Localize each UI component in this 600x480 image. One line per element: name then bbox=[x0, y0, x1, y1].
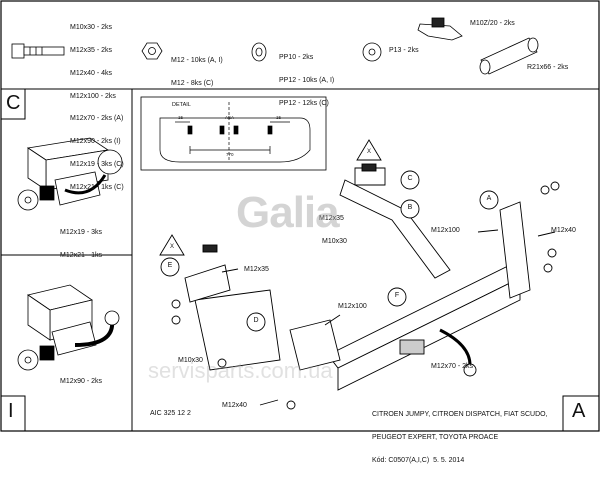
detail-bumper-drawing bbox=[159, 102, 311, 163]
nut-drawing bbox=[141, 42, 163, 60]
callout-x-left: X bbox=[169, 244, 174, 250]
callout-b: B bbox=[407, 204, 413, 211]
vehicle-line: CITROEN JUMPY, CITROEN DISPATCH, FIAT SC… bbox=[372, 411, 548, 419]
nut-list: M12 - 10ks (A, I) M12 - 8ks (C) bbox=[171, 42, 223, 103]
bolt-drawing bbox=[11, 43, 65, 59]
nut-list-item: M12 - 10ks (A, I) bbox=[171, 57, 223, 65]
tube-drawing bbox=[479, 37, 539, 75]
bolt-list-item: M12x21 - 1ks (C) bbox=[70, 183, 124, 191]
clip-label: M10Z/20 - 2ks bbox=[470, 20, 515, 27]
vehicle-list: CITROEN JUMPY, CITROEN DISPATCH, FIAT SC… bbox=[372, 396, 548, 480]
main-assembly-drawing bbox=[159, 139, 560, 410]
label-m10x30-bottom: M10x30 bbox=[178, 357, 203, 364]
detail-title: DETAIL bbox=[172, 102, 191, 108]
panel-a-letter: A bbox=[572, 400, 586, 422]
product-code: Kód: C0507(A,I,C) 5. 5. 2014 bbox=[372, 456, 465, 464]
panel-c-bolt-item: M12x19 - 3ks bbox=[60, 229, 103, 237]
panel-c-bolt-item: M12x21 - 1ks bbox=[60, 251, 103, 259]
galia-logo-watermark: Galia bbox=[236, 188, 340, 237]
panel-c-letter: C bbox=[6, 92, 21, 114]
detail-dim-bottom: 770 bbox=[226, 152, 234, 157]
bolt-list-item: M12x70 - 2ks (A) bbox=[70, 115, 124, 123]
panel-c-bolt-list: M12x19 - 3ks M12x21 - 1ks bbox=[60, 214, 102, 275]
tube-label: R21x66 - 2ks bbox=[527, 64, 569, 71]
label-m12x70: M12x70 - 2ks bbox=[431, 363, 474, 370]
callout-c: C bbox=[407, 175, 413, 182]
bolt-list: M10x30 - 2ks M12x35 - 2ks M12x40 - 4ks M… bbox=[70, 9, 124, 206]
label-m10x30-top: M10x30 bbox=[322, 238, 347, 245]
site-watermark: servisparts.com.ua bbox=[148, 358, 333, 383]
label-m12x100-right: M12x100 bbox=[431, 227, 460, 234]
label-m12x40-right: M12x40 bbox=[551, 227, 576, 234]
label-m12x100-mid: M12x100 bbox=[338, 303, 367, 310]
washer-list-item: PP12 - 10ks (A, I) bbox=[279, 76, 335, 84]
callout-d: D bbox=[253, 317, 259, 324]
callout-a: A bbox=[486, 195, 492, 202]
detail-dim-mid: AEA bbox=[225, 115, 235, 120]
panel-i-bolt-label: M12x90 - 2ks bbox=[60, 378, 103, 385]
clip-nut-drawing bbox=[417, 17, 463, 41]
washer-list: PP10 - 2ks PP12 - 10ks (A, I) PP12 - 12k… bbox=[279, 39, 334, 123]
nut-list-item: M12 - 8ks (C) bbox=[171, 79, 214, 87]
drawing-code: AIC 325 12 2 bbox=[150, 410, 191, 417]
label-m12x40-bottom: M12x40 bbox=[222, 402, 247, 409]
panel-i-towbar-drawing bbox=[17, 284, 120, 371]
detail-dim-left: 15 bbox=[178, 115, 184, 120]
callout-e: E bbox=[167, 262, 173, 269]
label-m12x35-left: M12x35 bbox=[244, 266, 269, 273]
p13-label: P13 - 2ks bbox=[389, 47, 419, 54]
washer-list-item: PP12 - 12ks (C) bbox=[279, 99, 329, 107]
bolt-list-item: M10x30 - 2ks bbox=[70, 24, 113, 32]
bolt-list-item: M12x100 - 2ks bbox=[70, 92, 116, 100]
panel-c-towbar-drawing bbox=[17, 137, 123, 211]
bolt-list-item: M12x90 - 2ks (I) bbox=[70, 138, 121, 146]
label-m12x35-top: M12x35 bbox=[319, 215, 344, 222]
callout-x-top: X bbox=[366, 149, 371, 155]
washer-list-item: PP10 - 2ks bbox=[279, 54, 314, 62]
panel-i-letter: I bbox=[8, 400, 14, 422]
callout-f: F bbox=[394, 292, 400, 299]
bolt-list-item: M12x35 - 2ks bbox=[70, 46, 113, 54]
assembly-drawing-sheet: M10x30 - 2ks M12x35 - 2ks M12x40 - 4ks M… bbox=[0, 0, 600, 464]
bolt-list-item: M12x40 - 4ks bbox=[70, 69, 113, 77]
detail-dim-right: 15 bbox=[276, 115, 282, 120]
bolt-list-item: M12x19 - 3ks (C) bbox=[70, 160, 124, 168]
p13-washer-drawing bbox=[362, 42, 382, 62]
vehicle-line: PEUGEOT EXPERT, TOYOTA PROACE bbox=[372, 433, 499, 441]
washer-drawing bbox=[251, 42, 267, 62]
drawing-lines bbox=[0, 0, 600, 432]
